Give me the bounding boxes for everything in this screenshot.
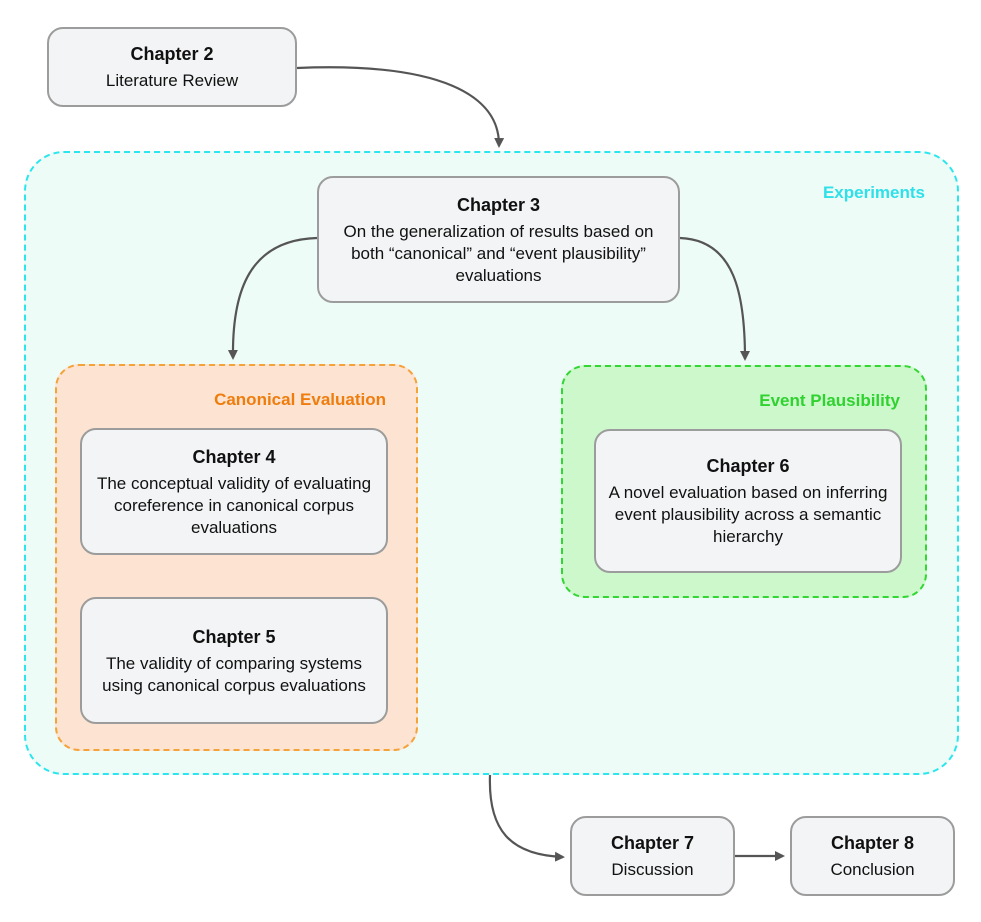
chapter-2-box: Chapter 2 Literature Review bbox=[47, 27, 297, 107]
chapter-4-description: The conceptual validity of evaluating co… bbox=[96, 473, 372, 537]
chapter-4-title: Chapter 4 bbox=[192, 446, 276, 467]
event-plausibility-label: Event Plausibility bbox=[759, 391, 900, 410]
chapter-8-title: Chapter 8 bbox=[830, 833, 915, 853]
chapter-3-box: Chapter 3 On the generalization of resul… bbox=[317, 176, 680, 303]
chapter-8-box: Chapter 8 Conclusion bbox=[790, 816, 955, 896]
chapter-5-description: The validity of comparing systems using … bbox=[102, 653, 366, 695]
chapter-6-description: A novel evaluation based on inferring ev… bbox=[608, 483, 888, 546]
chapter-5-box: Chapter 5 The validity of comparing syst… bbox=[80, 597, 388, 724]
chapter-4-box: Chapter 4 The conceptual validity of eva… bbox=[80, 428, 388, 555]
chapter-7-title: Chapter 7 bbox=[610, 833, 695, 853]
arrow-ch3-to-canonical bbox=[227, 236, 318, 360]
chapter-7-description: Discussion bbox=[611, 860, 694, 879]
chapter-3-title: Chapter 3 bbox=[456, 194, 541, 215]
arrow-ch2-to-experiments bbox=[296, 66, 505, 148]
chapter-8-description: Conclusion bbox=[830, 860, 915, 879]
chapter-2-description: Literature Review bbox=[105, 71, 239, 90]
chapter-5-title: Chapter 5 bbox=[192, 626, 276, 647]
chapter-2-title: Chapter 2 bbox=[130, 44, 214, 64]
chapter-7-box: Chapter 7 Discussion bbox=[570, 816, 735, 896]
experiments-label: Experiments bbox=[822, 183, 925, 202]
arrow-experiments-to-ch7 bbox=[488, 774, 565, 862]
chapter-3-description: On the generalization of results based o… bbox=[343, 221, 654, 285]
chapter-6-title: Chapter 6 bbox=[706, 456, 790, 476]
arrow-ch3-to-event bbox=[679, 236, 750, 361]
canonical-evaluation-label: Canonical Evaluation bbox=[214, 390, 386, 409]
chapter-6-box: Chapter 6 A novel evaluation based on in… bbox=[594, 429, 902, 573]
